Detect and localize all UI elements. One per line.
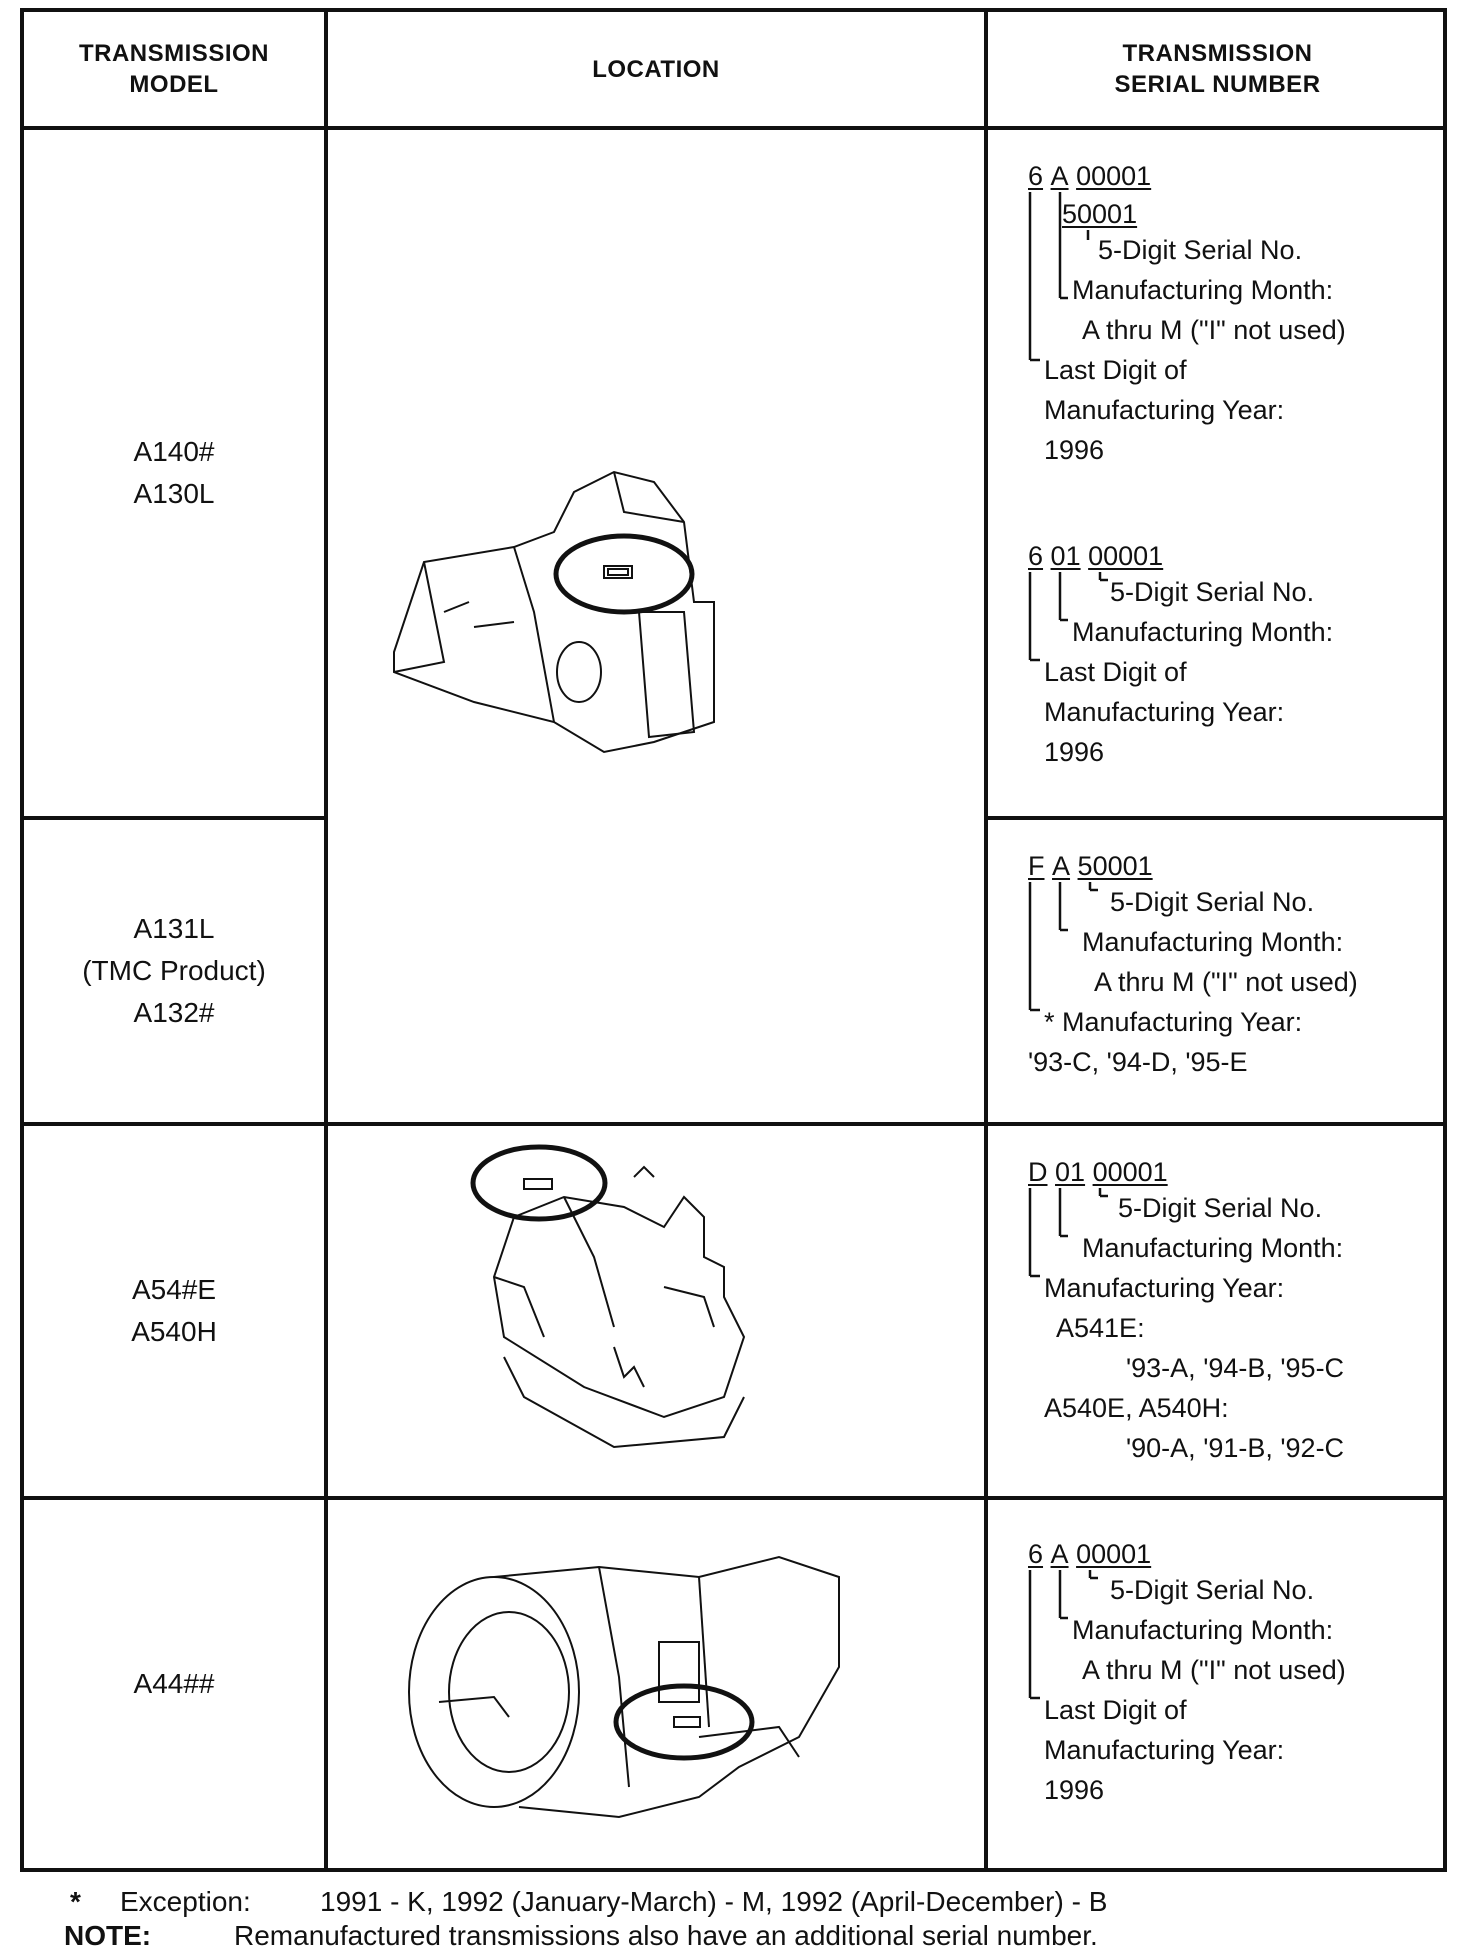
bracket-lines	[1028, 192, 1090, 362]
code-part: A	[1050, 1539, 1069, 1569]
row-divider	[984, 816, 1447, 820]
code-part: 6	[1028, 161, 1044, 191]
serial-line: 5-Digit Serial No.	[1098, 235, 1303, 265]
code-part: 01	[1050, 541, 1081, 571]
model-cell: A44##	[24, 1500, 324, 1868]
serial-line: Last Digit of	[1044, 355, 1187, 385]
header-location: LOCATION	[592, 55, 720, 83]
code-sub: 50001	[1062, 199, 1138, 229]
code-part: 00001	[1076, 1539, 1152, 1569]
row-divider	[24, 126, 1447, 130]
serial-line: '93-A, '94-B, '95-C	[1126, 1353, 1345, 1383]
serial-line: 5-Digit Serial No.	[1110, 887, 1315, 917]
code-part: 6	[1028, 1539, 1044, 1569]
serial-line: Manufacturing Year:	[1044, 1735, 1285, 1765]
serial-line: Manufacturing Year:	[1044, 395, 1285, 425]
note-text: Remanufactured transmissions also have a…	[234, 1920, 1098, 1951]
note-label: NOTE:	[64, 1920, 152, 1951]
serial-line: 5-Digit Serial No.	[1110, 1575, 1315, 1605]
serial-line: 5-Digit Serial No.	[1118, 1193, 1323, 1223]
serial-line: Manufacturing Month:	[1072, 275, 1334, 305]
model-cell: A131L (TMC Product) A132#	[24, 820, 324, 1122]
model-name: A54#E	[131, 1274, 217, 1305]
code-part: 00001	[1092, 1157, 1168, 1187]
serial-line: Manufacturing Month:	[1082, 1233, 1344, 1263]
model-name: A44##	[133, 1668, 215, 1699]
column-divider	[324, 12, 328, 1868]
serial-line: A540E, A540H:	[1044, 1393, 1229, 1423]
model-name: A131L	[133, 913, 215, 944]
model-name: A130L	[133, 478, 215, 509]
bracket-lines	[1028, 882, 1098, 1012]
code-part: D	[1028, 1157, 1048, 1187]
code-part: 01	[1055, 1157, 1086, 1187]
transmission-illustration-a140	[393, 470, 715, 754]
serial-line: Manufacturing Month:	[1072, 617, 1334, 647]
footnote-star: *	[70, 1886, 81, 1917]
serial-number-table: TRANSMISSION MODEL LOCATION TRANSMISSION…	[20, 8, 1447, 1872]
exception-text: 1991 - K, 1992 (January-March) - M, 1992…	[320, 1886, 1108, 1917]
column-divider	[984, 12, 988, 1868]
code-part: A	[1050, 161, 1069, 191]
serial-line: Manufacturing Year:	[1044, 1273, 1285, 1303]
code-part: 50001	[1077, 851, 1153, 881]
model-cell: A54#E A540H	[24, 1126, 324, 1496]
model-name: A540H	[131, 1316, 217, 1347]
serial-line: A thru M ("I" not used)	[1082, 1655, 1346, 1685]
serial-line: Last Digit of	[1044, 657, 1187, 687]
transmission-illustration-a540	[470, 1144, 746, 1449]
model-name: (TMC Product)	[82, 955, 266, 986]
serial-line: Manufacturing Month:	[1082, 927, 1344, 957]
serial-line: A thru M ("I" not used)	[1082, 315, 1346, 345]
exception-label: Exception:	[120, 1886, 251, 1917]
bracket-lines	[1028, 1570, 1098, 1700]
serial-line: '90-A, '91-B, '92-C	[1126, 1433, 1345, 1463]
model-cell: A140# A130L	[24, 130, 324, 816]
serial-cell: 6 A 00001 50001 5-Digit Serial No. Manuf…	[988, 130, 1447, 816]
row-divider	[24, 1122, 1447, 1126]
row-divider	[24, 816, 328, 820]
row-divider	[24, 1496, 1447, 1500]
serial-cell: 6 A 00001 5-Digit Serial No. Manufacturi…	[988, 1500, 1447, 1868]
code-part: 00001	[1076, 161, 1152, 191]
model-name: A140#	[133, 436, 215, 467]
serial-line: 1996	[1044, 435, 1105, 465]
header-model: TRANSMISSION MODEL	[78, 40, 269, 98]
serial-cell: D 01 00001 5-Digit Serial No. Manufactur…	[988, 1126, 1447, 1496]
header-serial-number: TRANSMISSION SERIAL NUMBER	[1114, 40, 1321, 98]
serial-line: 1996	[1044, 737, 1105, 767]
bracket-lines	[1028, 572, 1108, 662]
serial-line: '93-C, '94-D, '95-E	[1028, 1047, 1248, 1077]
code-part: 00001	[1088, 541, 1164, 571]
serial-line: Last Digit of	[1044, 1695, 1187, 1725]
serial-line: A541E:	[1056, 1313, 1145, 1343]
transmission-illustration-a44	[408, 1555, 840, 1819]
code-part: F	[1028, 851, 1045, 881]
serial-line: Manufacturing Year:	[1044, 697, 1285, 727]
serial-line: A thru M ("I" not used)	[1094, 967, 1358, 997]
bracket-lines	[1028, 1188, 1108, 1278]
serial-line: 1996	[1044, 1775, 1105, 1805]
serial-line: Manufacturing Month:	[1072, 1615, 1334, 1645]
model-name: A132#	[133, 997, 215, 1028]
code-part: 6	[1028, 541, 1044, 571]
serial-cell: F A 50001 5-Digit Serial No. Manufacturi…	[988, 820, 1447, 1122]
code-part: A	[1052, 851, 1071, 881]
serial-line: * Manufacturing Year:	[1044, 1007, 1303, 1037]
serial-line: 5-Digit Serial No.	[1110, 577, 1315, 607]
